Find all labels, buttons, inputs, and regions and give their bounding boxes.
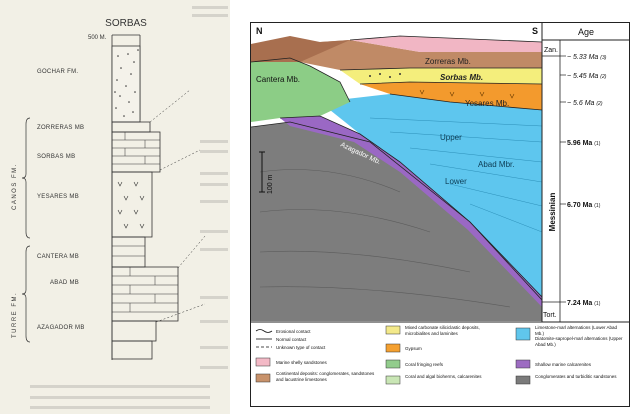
stratigraphic-column-svg: SORBAS 500 M. <box>12 6 228 409</box>
age-4: 5.96 Ma (1) <box>567 140 601 147</box>
scale-bar: 100 m <box>259 151 274 194</box>
abad-unit <box>320 94 542 300</box>
stage-zanclean: Zan. <box>544 47 558 54</box>
legend-label-7: Diatomite-sapropel-marl alternations (Up… <box>535 336 623 347</box>
correlation-lines <box>149 89 206 323</box>
yesares-unit <box>360 82 542 110</box>
legend-swatch-6 <box>515 327 531 341</box>
legend-swatch-0 <box>255 357 271 367</box>
north-label: N <box>256 26 263 36</box>
gypsum-v-marks <box>117 181 145 229</box>
cross-section-svg: N S Zorreras Mb. Sorbas Mb. Cantera Mb. … <box>250 22 630 407</box>
legend-contact-unknown: Unknown type of contact <box>276 345 326 350</box>
age-5: 6.70 Ma (1) <box>567 202 601 209</box>
label-cantera: Cantera Mb. <box>256 75 300 84</box>
scale-bar-label: 100 m <box>267 174 274 194</box>
legend-swatch-3 <box>385 343 401 353</box>
label-lower: Lower <box>445 177 467 186</box>
zorreras-unit <box>290 40 542 70</box>
legend-label-5: Coral and algal bioherms, calcarenites <box>405 374 482 379</box>
legend-label-3: Gypsum <box>405 346 422 351</box>
legend-swatch-9 <box>515 375 531 385</box>
sorbas-unit <box>340 68 542 84</box>
column-title: SORBAS <box>105 18 147 29</box>
cross-section-panel: N S Zorreras Mb. Sorbas Mb. Cantera Mb. … <box>250 22 630 407</box>
section-area <box>251 23 542 321</box>
legend-label-2: Mixed carbonate siliciclastic deposits, … <box>405 325 480 336</box>
formation-braces <box>21 117 31 343</box>
formation-canos: CANOS FM. <box>12 163 18 210</box>
legend-contacts: Erosional contact Normal contact Unknown… <box>255 329 326 350</box>
legend-label-8: Shallow marine calcarenites <box>535 362 592 367</box>
column-scale-label: 500 M. <box>88 35 107 41</box>
age-2: ~ 5.45 Ma (2) <box>567 73 607 80</box>
label-yesares: Yesares Mb. <box>465 99 509 108</box>
age-header: Age <box>578 27 594 37</box>
label-upper: Upper <box>440 133 462 142</box>
age-1: ~ 5.33 Ma (3) <box>567 54 607 61</box>
label-abad: Abad Mbr. <box>478 160 514 169</box>
legend-label-0: Marine shelly sandstones <box>276 360 328 365</box>
legend-label-1: Continental deposits: conglomerates, san… <box>276 371 375 382</box>
unit-label-sorbas: SORBAS MB <box>37 154 75 160</box>
legend-swatch-5 <box>385 375 401 385</box>
legend-swatch-4 <box>385 359 401 369</box>
formation-turre: TURRE FM. <box>12 292 18 338</box>
gochar-dots <box>114 49 139 117</box>
stage-messinian: Messinian <box>548 193 557 232</box>
legend-swatch-8 <box>515 359 531 369</box>
legend-label-9: Conglomerates and turbiditic sandstones <box>535 374 617 379</box>
legend-swatch-1 <box>255 373 271 383</box>
unit-label-azagador: AZAGADOR MB <box>37 325 85 331</box>
age-6: 7.24 Ma (1) <box>567 300 601 307</box>
basement-unit <box>251 122 542 321</box>
south-label: S <box>532 26 538 36</box>
legend-label-6: Limestone-marl alternations (Lower Abad … <box>535 325 618 336</box>
label-zorreras: Zorreras Mb. <box>425 57 471 66</box>
label-sorbas: Sorbas Mb. <box>440 73 483 82</box>
legend-swatch-2 <box>385 325 401 335</box>
continental-top-left <box>251 36 350 62</box>
unit-label-abad: ABAD MB <box>50 280 79 286</box>
legend: Erosional contact Normal contact Unknown… <box>250 321 630 385</box>
unit-label-zorreras: ZORRERAS MB <box>37 125 84 131</box>
stage-tortonian: Tort. <box>543 312 557 319</box>
legend-contact-erosional: Erosional contact <box>276 329 311 334</box>
stratigraphic-column-panel: SORBAS 500 M. <box>0 0 230 414</box>
legend-contact-normal: Normal contact <box>276 337 307 342</box>
unit-label-yesares: YESARES MB <box>37 194 79 200</box>
unit-label-gochar: GOCHAR FM. <box>37 69 78 75</box>
brick-pattern <box>112 132 178 313</box>
unit-label-cantera: CANTERA MB <box>37 254 79 260</box>
background-text-lines <box>30 6 228 409</box>
cantera-unit <box>251 58 350 122</box>
age-column: Age Zan. Messinian Tort. ~ 5.33 Ma (3) ~… <box>541 22 630 322</box>
column-body <box>111 35 179 360</box>
legend-label-4: Coral fringing reefs <box>405 362 444 367</box>
age-3: ~ 5.6 Ma (2) <box>567 100 603 107</box>
